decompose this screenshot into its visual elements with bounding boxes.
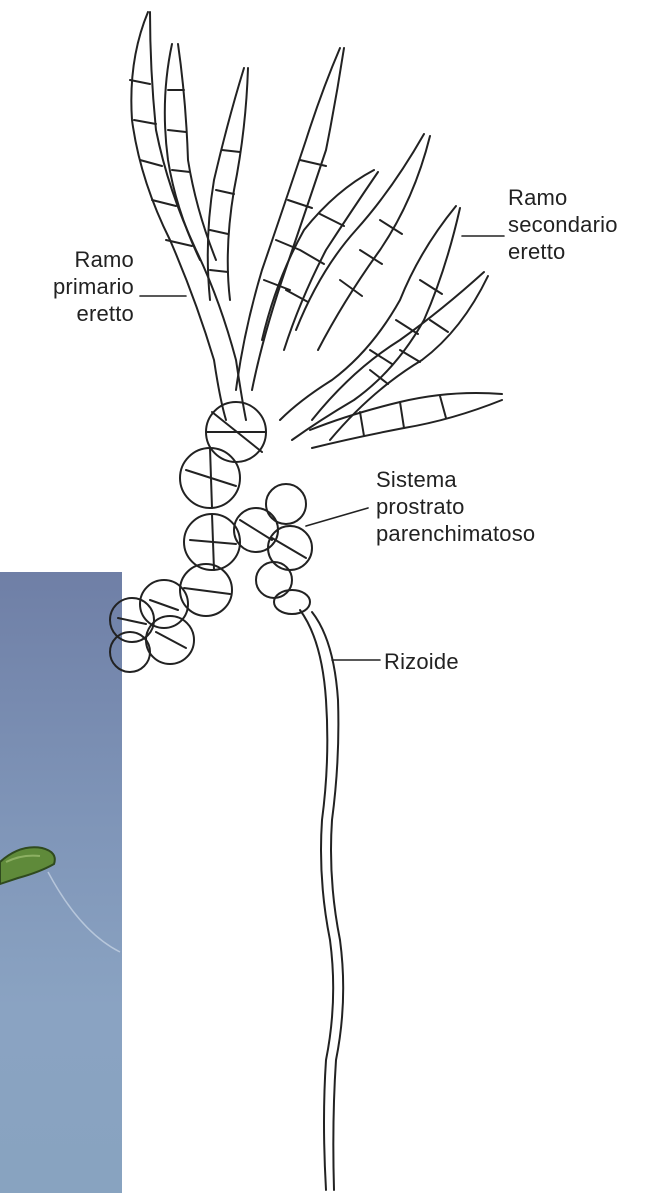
label-secondary-branch: Ramo secondario eretto [508,184,618,265]
rhizoid-filament [300,610,333,1190]
leader-prostrate [306,508,368,526]
label-primary-branch: Ramo primario eretto [18,246,134,327]
label-prostrate-system: Sistema prostrato parenchimatoso [376,466,535,547]
primary-branch [131,12,226,420]
label-rhizoid: Rizoide [384,648,459,675]
prostrate-system [110,402,312,672]
